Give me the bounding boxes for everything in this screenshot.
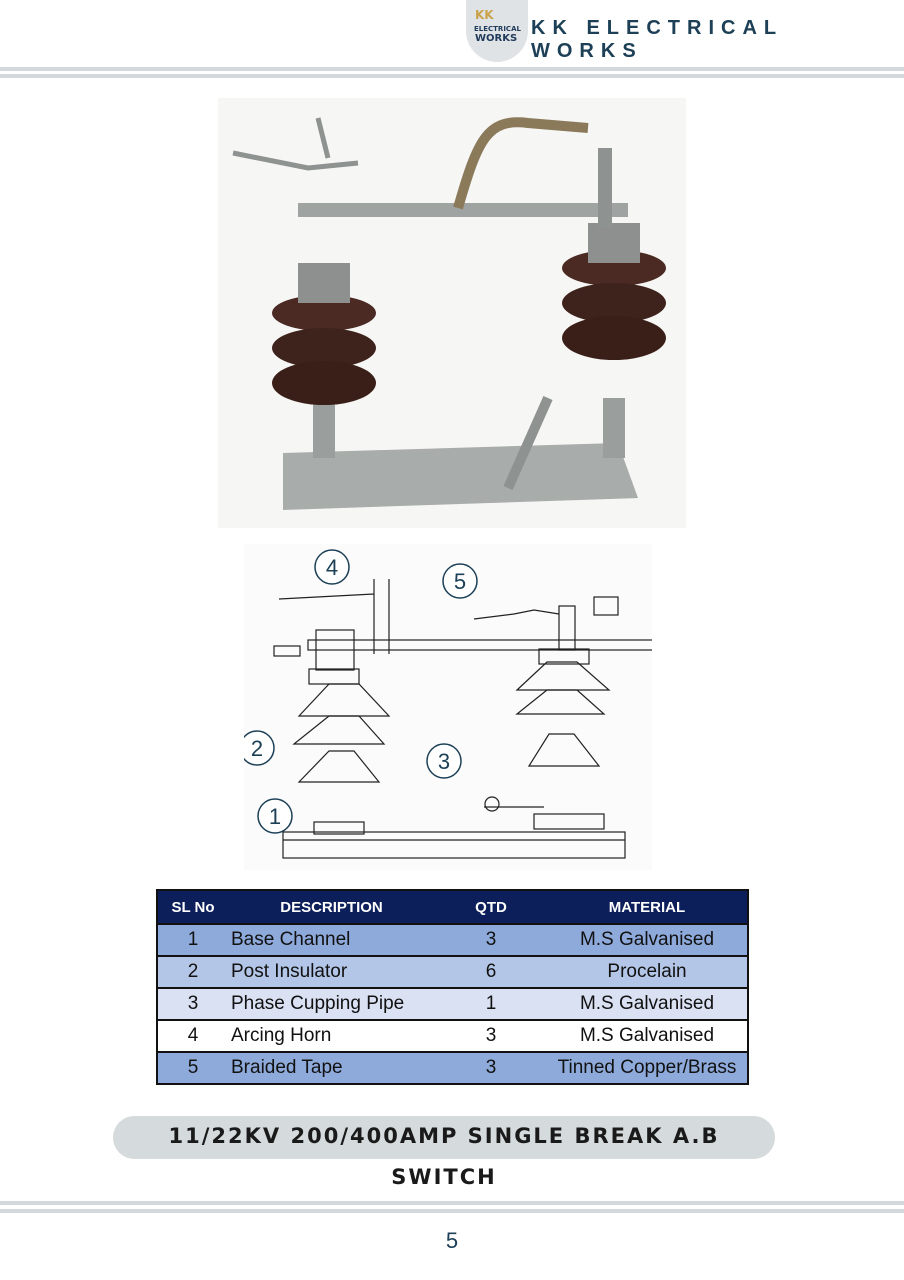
diagram-label-1: 1 [269, 804, 281, 829]
logo-line2: WORKS [475, 33, 518, 44]
logo-kk: KK [475, 8, 494, 22]
logo-line1: ELECTRICAL [474, 25, 521, 33]
cell-description: Phase Cupping Pipe [228, 987, 435, 1020]
footer-rule [0, 1209, 904, 1213]
cell-sl: 3 [157, 987, 228, 1020]
diagram-label-5: 5 [454, 569, 466, 594]
company-logo: KK ELECTRICAL WORKS [466, 0, 528, 62]
header-rule [0, 74, 904, 78]
diagram-label-3: 3 [438, 749, 450, 774]
product-title: 11/22KV 200/400AMP SINGLE BREAK A.B SWIT… [113, 1116, 775, 1189]
cell-qtd: 1 [435, 987, 547, 1020]
technical-diagram: 1 2 3 4 5 [239, 544, 669, 870]
col-sl: SL No [157, 890, 228, 924]
cell-material: M.S Galvanised [547, 987, 748, 1020]
col-material: MATERIAL [547, 890, 748, 924]
cell-sl: 4 [157, 1019, 228, 1052]
company-name: KK ELECTRICAL WORKS [531, 17, 783, 62]
cell-sl: 2 [157, 955, 228, 988]
col-description: DESCRIPTION [228, 890, 435, 924]
cell-description: Post Insulator [228, 955, 435, 988]
cell-material: Procelain [547, 955, 748, 988]
col-qtd: QTD [435, 890, 547, 924]
cell-qtd: 3 [435, 923, 547, 956]
footer-rule [0, 1201, 904, 1205]
header-rule [0, 67, 904, 71]
cell-material: M.S Galvanised [547, 1019, 748, 1052]
product-photo [218, 98, 686, 528]
page-number: 5 [445, 1228, 459, 1253]
cell-description: Braided Tape [228, 1051, 435, 1084]
cell-qtd: 6 [435, 955, 547, 988]
cell-sl: 5 [157, 1051, 228, 1084]
cell-material: Tinned Copper/Brass [547, 1051, 748, 1084]
cell-qtd: 3 [435, 1019, 547, 1052]
cell-qtd: 3 [435, 1051, 547, 1084]
diagram-label-4: 4 [326, 555, 338, 580]
cell-description: Arcing Horn [228, 1019, 435, 1052]
cell-description: Base Channel [228, 923, 435, 956]
cell-material: M.S Galvanised [547, 923, 748, 956]
cell-sl: 1 [157, 923, 228, 956]
diagram-label-2: 2 [251, 736, 263, 761]
